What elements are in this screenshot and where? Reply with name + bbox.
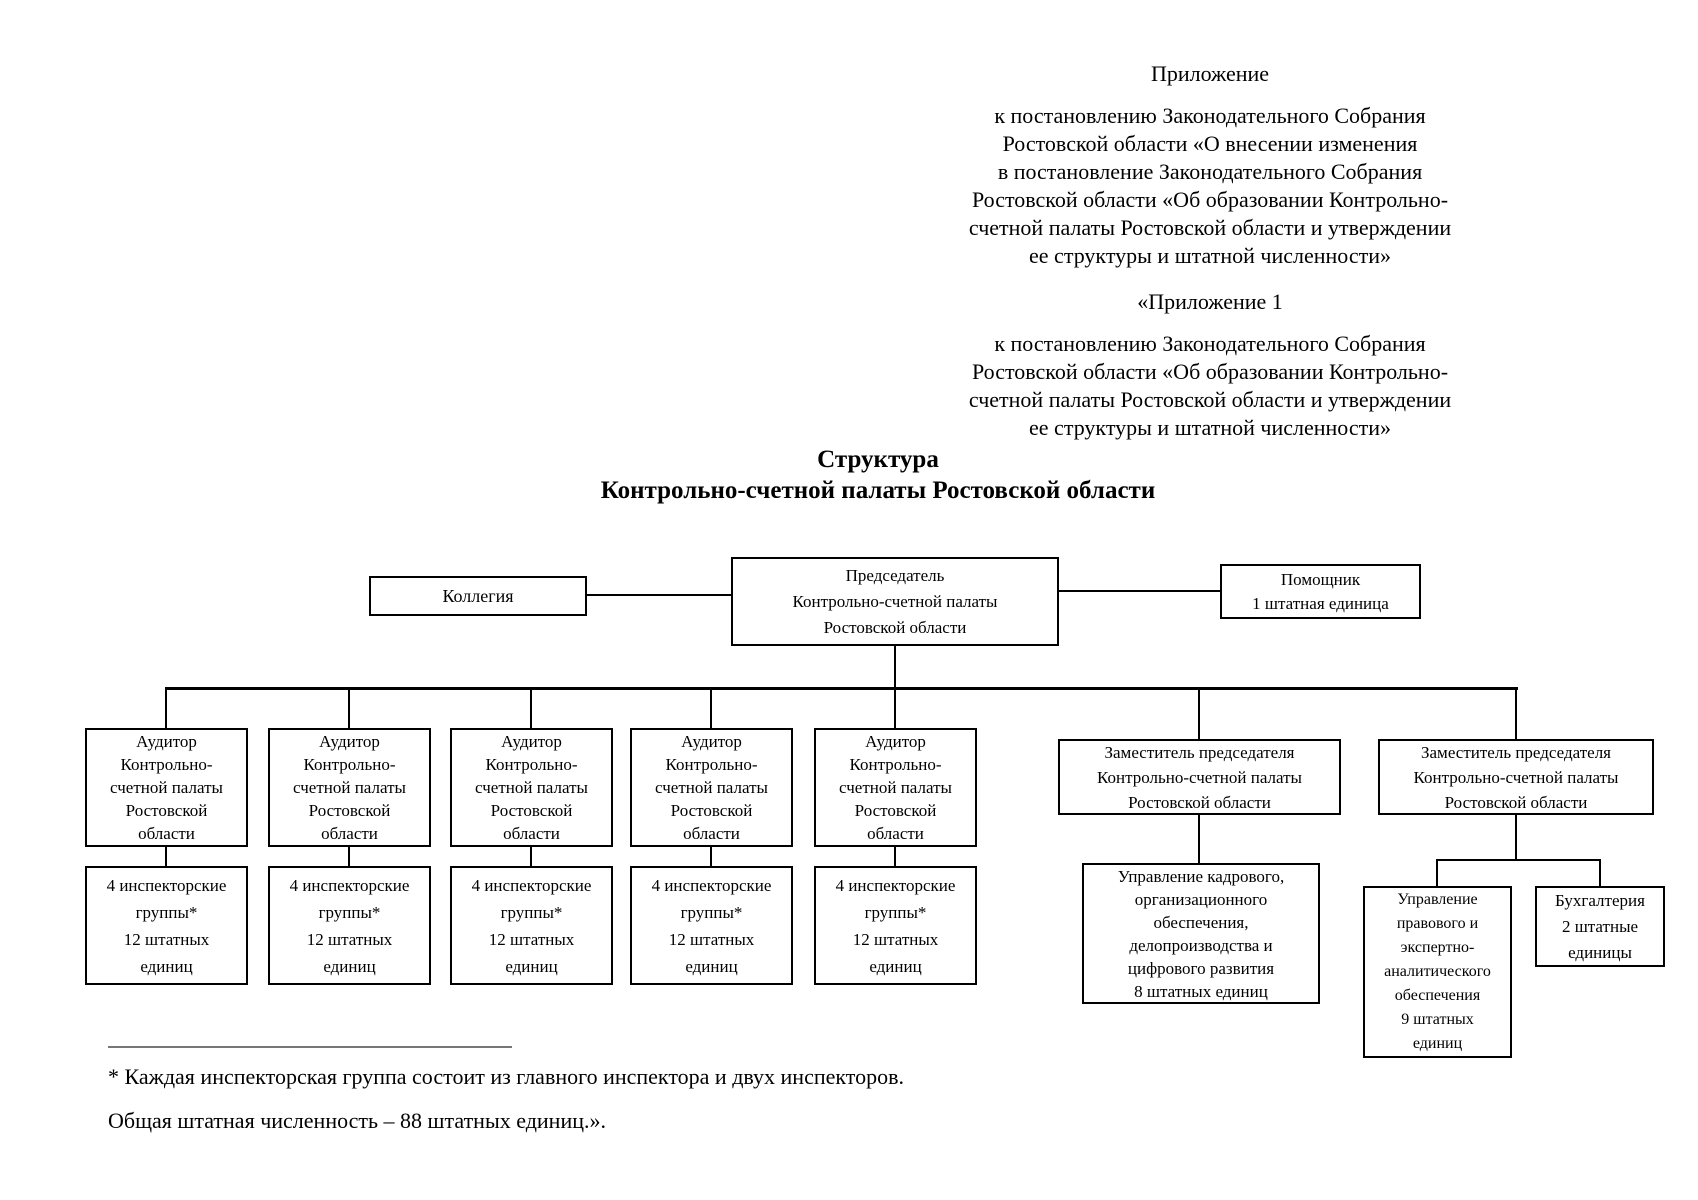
- connector-line: [530, 688, 532, 730]
- connector-line: [530, 845, 532, 868]
- connector-line: [894, 644, 896, 689]
- connector-line: [1059, 590, 1220, 592]
- chart-title-line2: Контрольно-счетной палаты Ростовской обл…: [600, 477, 1156, 504]
- chart-title-line1: Структура: [817, 446, 939, 473]
- appendix1-heading: «Приложение 1: [1137, 289, 1283, 314]
- connector-line: [587, 594, 731, 596]
- connector-line: [894, 688, 896, 730]
- connector-line: [894, 845, 896, 868]
- connector-line: [1515, 688, 1517, 741]
- chart-title: Структура Контрольно-счетной палаты Рост…: [528, 444, 1228, 506]
- footnote-asterisk-text: * Каждая инспекторская группа состоит из…: [108, 1064, 904, 1089]
- connector-line: [710, 688, 712, 730]
- connector-line: [165, 688, 167, 730]
- connector-line: [1515, 813, 1517, 861]
- connector-line: [1436, 859, 1438, 888]
- connector-line: [348, 845, 350, 868]
- appendix-reference: к постановлению Законодательного Собрани…: [968, 103, 1452, 268]
- connector-line: [348, 688, 350, 730]
- footnote-rule: [108, 1046, 512, 1048]
- connector-line: [1198, 688, 1200, 741]
- footnote-total-text: Общая штатная численность – 88 штатных е…: [108, 1108, 606, 1133]
- connector-line: [165, 687, 1518, 690]
- appendix1-reference: к постановлению Законодательного Собрани…: [968, 331, 1452, 440]
- connector-line: [710, 845, 712, 868]
- connector-line: [1436, 859, 1601, 861]
- connector-line: [1599, 859, 1601, 888]
- connector-line: [165, 845, 167, 868]
- kollegia-box: Коллегия: [369, 576, 587, 616]
- appendix-heading: Приложение: [1150, 61, 1270, 86]
- connector-line: [1198, 813, 1200, 865]
